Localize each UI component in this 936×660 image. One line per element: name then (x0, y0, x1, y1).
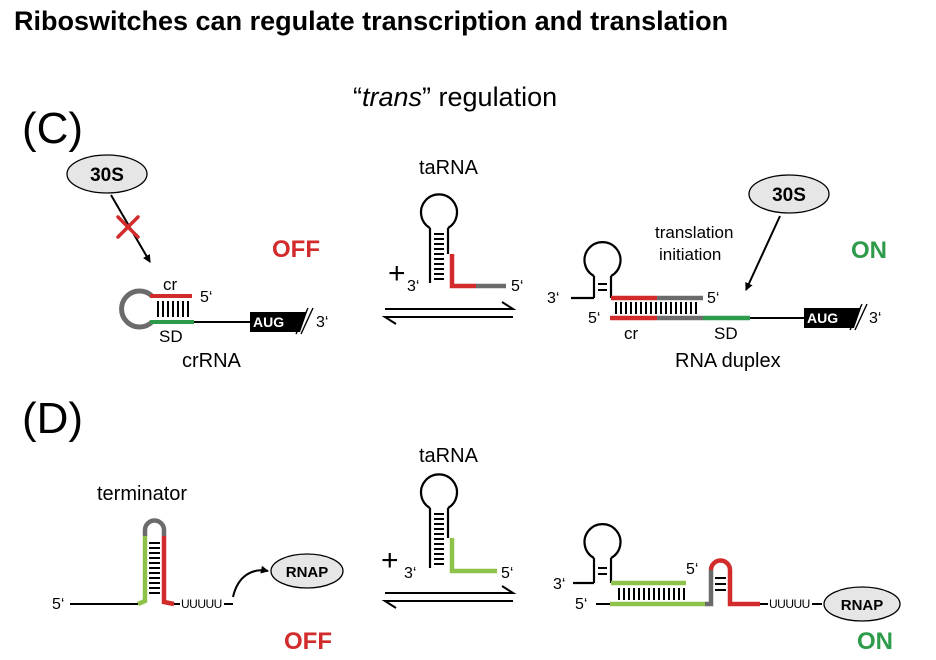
crrna-name: crRNA (182, 350, 242, 372)
terminator-5prime: 5‘ (52, 596, 64, 613)
complex-3prime: 3‘ (553, 576, 565, 593)
ribosome-30s-right: 30S (748, 174, 830, 214)
cr-label-right: cr (624, 324, 639, 343)
state-off-d: OFF (284, 628, 332, 655)
rnap-left-label: RNAP (286, 564, 329, 581)
polyu-left: UUUUU (181, 597, 222, 611)
rnap-right-label: RNAP (841, 597, 884, 614)
ribosome-30s-left-label: 30S (90, 165, 124, 186)
page-title: Riboswitches can regulate transcription … (14, 6, 728, 36)
aug-label-right: AUG (807, 310, 838, 326)
state-on-c: ON (851, 237, 887, 264)
subtitle-trans: trans (362, 82, 422, 112)
tarna-5prime-c: 5‘ (511, 278, 523, 295)
tarna-name-d: taRNA (419, 445, 479, 467)
polyu-right: UUUUU (769, 597, 810, 611)
aug-label-left: AUG (253, 314, 284, 330)
block-cross-icon (116, 215, 140, 239)
tarna-name-c: taRNA (419, 157, 479, 179)
terminator-label: terminator (97, 483, 187, 505)
tarna-hairpin-c (419, 193, 506, 289)
translation-label-line2: initiation (659, 245, 721, 264)
complex-5prime-bottom: 5‘ (575, 596, 587, 613)
duplex-5prime-bottom: 5‘ (588, 310, 600, 327)
sd-label-left: SD (159, 327, 183, 346)
cr-label-left: cr (163, 275, 178, 294)
complex-5prime-top: 5‘ (686, 561, 698, 578)
subtitle-open-quote: “ (353, 82, 362, 112)
initiation-arrow (745, 215, 781, 291)
antiterminator-complex (573, 523, 822, 607)
ribosome-30s-left: 30S (66, 154, 148, 194)
ribosome-30s-right-label: 30S (772, 185, 806, 206)
terminator-structure-left (70, 518, 233, 607)
crrna-structure (119, 288, 314, 335)
subtitle-regulation: ” regulation (422, 82, 557, 112)
sd-label-right: SD (714, 324, 738, 343)
equilibrium-arrows-d (381, 585, 517, 609)
panel-c-label: (C) (22, 104, 83, 153)
rnap-right: RNAP (823, 586, 901, 622)
tarna-3prime-c: 3‘ (407, 278, 419, 295)
state-on-d: ON (857, 628, 893, 655)
rna-duplex (571, 241, 868, 331)
translation-label-line1: translation (655, 223, 733, 242)
crrna-3prime: 3‘ (316, 314, 328, 331)
rna-duplex-name: RNA duplex (675, 350, 781, 372)
subtitle: “trans” regulation (353, 82, 557, 112)
equilibrium-arrows-c (381, 301, 517, 325)
duplex-3prime-top: 3‘ (547, 290, 559, 307)
crrna-5prime: 5‘ (200, 289, 212, 306)
duplex-5prime-top: 5‘ (707, 290, 719, 307)
rnap-left: RNAP (270, 553, 344, 589)
panel-d-label: (D) (22, 394, 83, 443)
tarna-hairpin-d (419, 473, 497, 574)
tarna-3prime-d: 3‘ (404, 565, 416, 582)
duplex-3prime-end: 3‘ (869, 310, 881, 327)
plus-sign-c: + (388, 257, 406, 290)
release-arrow (232, 565, 269, 598)
tarna-5prime-d: 5‘ (501, 565, 513, 582)
state-off-c: OFF (272, 236, 320, 263)
plus-sign-d: + (381, 544, 399, 577)
